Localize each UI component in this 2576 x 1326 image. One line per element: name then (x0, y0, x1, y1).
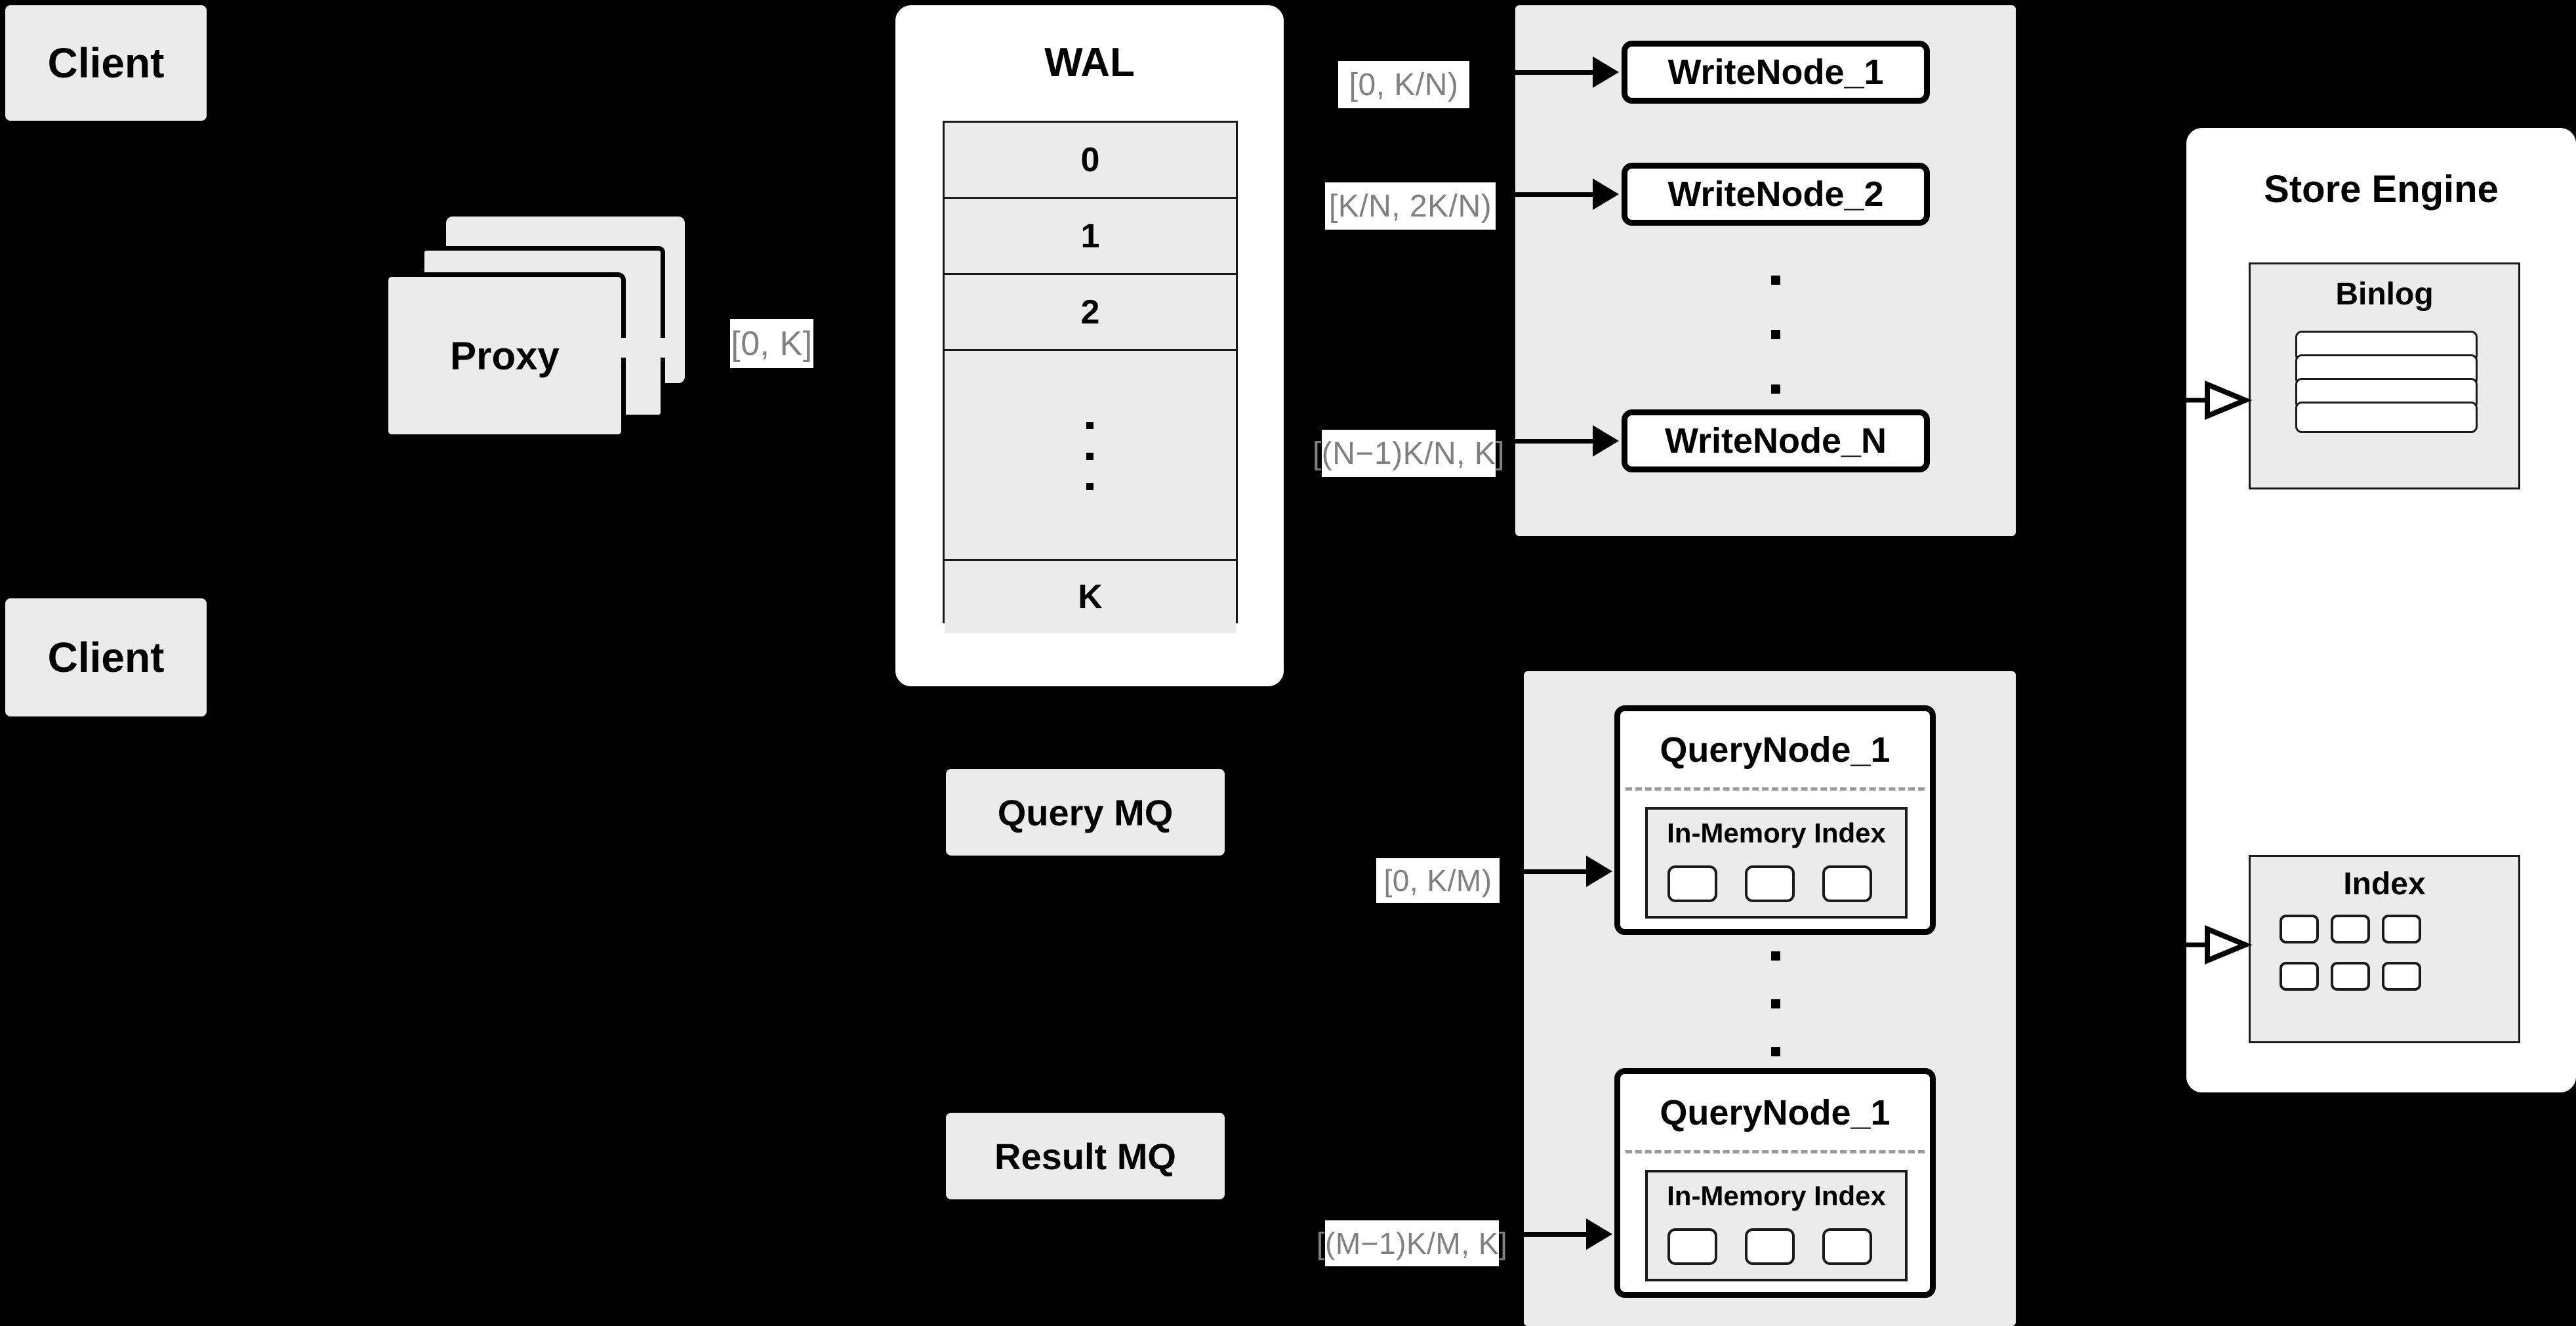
wal-row-1[interactable]: 1 (945, 199, 1236, 275)
query-node-m-in-memory-index-title: In-Memory Index (1667, 1180, 1886, 1211)
hollow-arrow-binlog-icon (2175, 381, 2253, 420)
query-mq-box[interactable]: Query MQ (946, 769, 1225, 856)
query-node-1-segment-3[interactable] (1822, 865, 1872, 902)
wal-row-ellipsis (945, 351, 1236, 561)
query-node-m-segment-3[interactable] (1822, 1228, 1872, 1265)
edge-label-wal-to-write-node-1: [0, K/N) (1338, 61, 1469, 108)
edge-label-wal-to-write-node-2: [K/N, 2K/N) (1325, 182, 1496, 230)
query-node-m-in-memory-index: In-Memory Index (1645, 1170, 1908, 1281)
query-node-1[interactable]: QueryNode_1 In-Memory Index (1614, 705, 1936, 935)
write-node-2-label: WriteNode_2 (1667, 175, 1884, 214)
write-node-1[interactable]: WriteNode_1 (1622, 41, 1930, 104)
client-label-2: Client (47, 634, 165, 681)
arrow-head-to-query-node-m (1586, 1218, 1612, 1250)
query-node-1-in-memory-index: In-Memory Index (1645, 807, 1908, 919)
wal-title: WAL (1044, 40, 1135, 85)
edge-label-mq-to-query-node-m: [(M−1)K/M, K] (1317, 1220, 1507, 1266)
query-node-m-title: QueryNode_1 (1660, 1093, 1891, 1132)
arrow-to-index (2175, 912, 2260, 978)
query-node-1-segment-1[interactable] (1667, 865, 1717, 902)
binlog-title: Binlog (2335, 277, 2434, 312)
arrow-line-to-write-node-n (1502, 439, 1594, 444)
query-node-m[interactable]: QueryNode_1 In-Memory Index (1614, 1068, 1936, 1298)
arrow-line-to-write-node-2 (1502, 192, 1594, 197)
index-cell-4[interactable] (2280, 962, 2319, 991)
proxy-stack-tab (613, 338, 669, 358)
query-mq-label: Query MQ (997, 791, 1174, 833)
index-cell-3[interactable] (2382, 915, 2421, 943)
query-node-1-in-memory-index-title: In-Memory Index (1667, 818, 1886, 848)
wal-table: 0 1 2 K (943, 121, 1238, 633)
index-title: Index (2343, 867, 2426, 901)
index-box: Index (2249, 855, 2520, 1043)
write-node-2[interactable]: WriteNode_2 (1622, 163, 1930, 226)
query-node-1-segment-2[interactable] (1745, 865, 1795, 902)
write-node-1-label: WriteNode_1 (1667, 52, 1884, 92)
result-mq-label: Result MQ (994, 1135, 1176, 1177)
client-box-1[interactable]: Client (5, 5, 207, 121)
query-cluster-vertical-ellipsis-icon (1771, 951, 1780, 1056)
arrow-line-to-query-node-1 (1509, 869, 1601, 874)
binlog-row-4[interactable] (2295, 402, 2478, 433)
query-node-1-divider (1625, 787, 1925, 791)
arrow-head-to-query-node-1 (1586, 856, 1612, 887)
arrow-to-binlog (2175, 367, 2260, 433)
write-node-n-label: WriteNode_N (1664, 421, 1887, 461)
arrow-head-to-write-node-2 (1593, 178, 1619, 210)
edge-label-mq-to-query-node-1: [0, K/M) (1376, 858, 1500, 903)
index-cell-6[interactable] (2382, 962, 2421, 991)
client-label-1: Client (47, 39, 165, 87)
arrow-line-to-write-node-1 (1502, 70, 1594, 75)
query-node-m-segment-2[interactable] (1745, 1228, 1795, 1265)
wal-row-k[interactable]: K (945, 561, 1236, 633)
query-node-m-segment-1[interactable] (1667, 1228, 1717, 1265)
proxy-box[interactable]: Proxy (384, 272, 626, 439)
proxy-label: Proxy (450, 333, 560, 378)
index-cell-5[interactable] (2331, 962, 2370, 991)
write-cluster-vertical-ellipsis-icon (1771, 276, 1780, 394)
wal-vertical-ellipsis-icon (1086, 422, 1094, 490)
arrow-head-to-write-node-1 (1593, 56, 1619, 88)
query-node-1-title: QueryNode_1 (1660, 730, 1891, 770)
store-engine-title: Store Engine (2264, 168, 2499, 211)
wal-row-2[interactable]: 2 (945, 275, 1236, 351)
edge-label-proxy-to-wal: [0, K] (730, 319, 813, 368)
result-mq-box[interactable]: Result MQ (946, 1113, 1225, 1199)
edge-label-wal-to-write-node-n: [(N−1)K/N, K] (1313, 430, 1505, 477)
arrow-head-to-write-node-n (1593, 425, 1619, 457)
index-cell-2[interactable] (2331, 915, 2370, 943)
index-cell-1[interactable] (2280, 915, 2319, 943)
wal-row-0[interactable]: 0 (945, 123, 1236, 199)
binlog-box: Binlog (2249, 262, 2520, 489)
client-box-2[interactable]: Client (5, 598, 207, 716)
arrow-line-to-query-node-m (1509, 1232, 1601, 1237)
query-node-m-divider (1625, 1150, 1925, 1153)
write-node-n[interactable]: WriteNode_N (1622, 409, 1930, 472)
hollow-arrow-index-icon (2175, 925, 2253, 964)
